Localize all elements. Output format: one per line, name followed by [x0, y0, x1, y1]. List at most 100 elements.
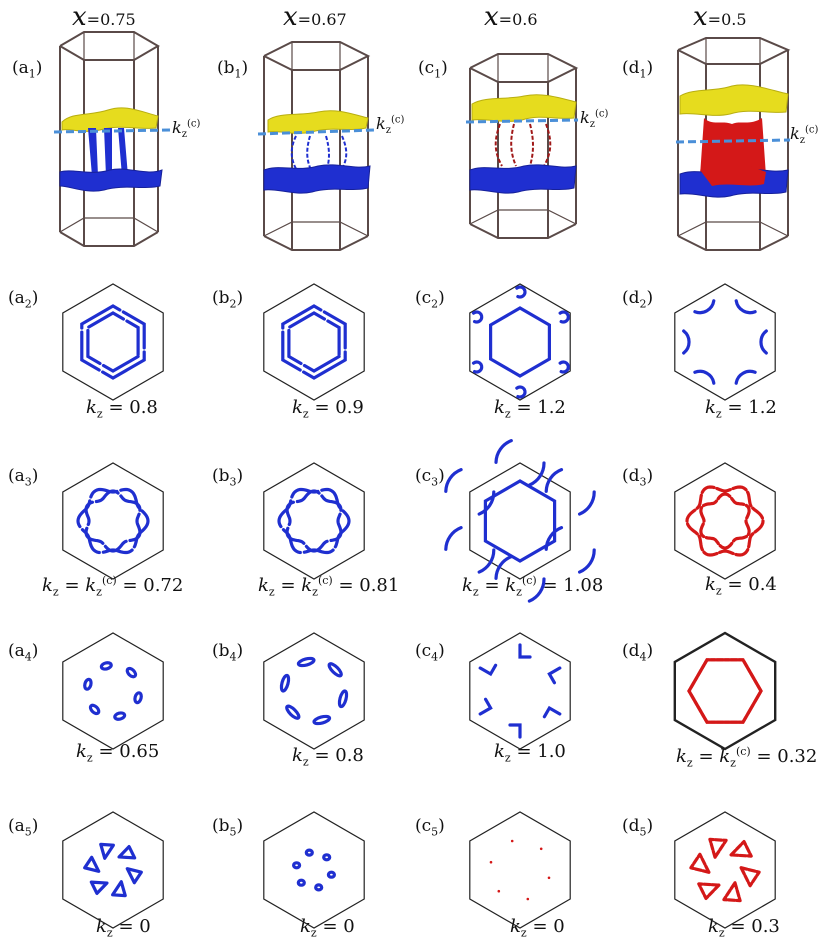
point-pocket: [539, 847, 543, 851]
kz-critical-label-a1: kz(c): [172, 118, 201, 141]
cut-panel-r4-c4: [673, 631, 777, 751]
panel-label-c3: (c3): [415, 466, 445, 489]
hexagonal-bz-outline: [673, 631, 777, 751]
triangular-pocket: [722, 881, 742, 903]
caption-b5: kz = 0: [300, 916, 355, 940]
caption-a4: kz = 0.65: [76, 741, 160, 765]
panel-label-a3: (a3): [8, 466, 39, 489]
hexagonal-bz-outline: [62, 462, 164, 580]
cut-panel-r3-c4: [674, 462, 776, 580]
hexagonal-bz-outline: [469, 462, 571, 580]
electron-pocket: [83, 677, 93, 691]
triangular-pocket: [99, 842, 115, 860]
caption-b4: kz = 0.8: [292, 745, 364, 769]
panel-label-b4: (b4): [212, 641, 244, 664]
cut-panel-r3-c3: [444, 437, 596, 605]
hexagonal-bz-outline: [469, 283, 571, 401]
fermi-contour-outer: [76, 487, 150, 555]
hexagonal-bz-outline: [263, 462, 365, 580]
caption-c5: kz = 0: [510, 916, 565, 940]
fermi-contour-inner: [84, 489, 142, 553]
hexagonal-bz-outline: [263, 811, 365, 929]
corner-arc: [734, 369, 757, 385]
small-pocket: [304, 848, 314, 857]
cut-panel-r4-c2: [263, 632, 365, 750]
caption-c3: kz = kz(c) = 1.08: [462, 574, 604, 599]
corner-arc: [693, 369, 716, 385]
fermi-contour-b: [687, 658, 763, 724]
panel-label-d5: (d5): [622, 816, 654, 839]
caption-b3: kz = kz(c) = 0.81: [258, 574, 400, 599]
caption-c4: kz = 1.0: [494, 741, 566, 765]
v-shaped-pocket: [478, 697, 493, 716]
fermi-contour-outer: [277, 487, 351, 555]
triangular-pocket: [89, 880, 109, 896]
v-shaped-pocket: [542, 705, 562, 719]
bz-3d-a1: [59, 31, 160, 247]
small-pocket: [314, 883, 324, 892]
panel-label-c5: (c5): [415, 816, 445, 839]
panel-label-a1: (a1): [12, 58, 43, 81]
caption-a2: kz = 0.8: [86, 397, 158, 421]
triangular-pocket: [117, 844, 137, 860]
small-pocket: [292, 861, 302, 870]
hexagonal-bz-outline: [263, 632, 365, 750]
corner-pocket: [470, 310, 484, 324]
electron-pocket: [133, 691, 143, 705]
fermi-contour-inner: [287, 311, 341, 373]
electron-pocket: [279, 673, 291, 693]
cut-panel-r5-c2: [263, 811, 365, 929]
panel-label-a5: (a5): [8, 816, 39, 839]
v-shaped-pocket: [478, 663, 498, 677]
electron-pocket: [88, 703, 101, 716]
point-pocket: [510, 839, 514, 843]
triangular-pocket: [729, 839, 753, 858]
fermi-contour-inner: [86, 311, 140, 373]
kz-critical-label-c1: kz(c): [580, 108, 609, 131]
corner-arc: [693, 299, 716, 315]
caption-d4: kz = kz(c) = 0.32: [676, 745, 818, 770]
electron-pocket: [285, 704, 301, 720]
small-pocket: [326, 870, 336, 879]
fermi-sheets-d1: [675, 84, 791, 198]
panel-label-d2: (d2): [622, 288, 654, 311]
cut-panel-r2-c2: [263, 283, 365, 401]
panel-label-c1: (c1): [418, 58, 448, 81]
caption-d5: kz = 0.3: [708, 916, 780, 940]
cut-panel-r2-c1: [62, 283, 164, 401]
triangular-pocket: [739, 866, 761, 888]
small-pocket: [296, 878, 306, 887]
crossing-arc: [494, 437, 546, 489]
fermi-sheets-c1: [465, 94, 579, 194]
panel-label-a4: (a4): [8, 641, 39, 664]
triangular-pocket: [125, 867, 143, 885]
cut-panel-r3-c1: [62, 462, 164, 580]
hexagonal-bz-outline: [674, 462, 776, 580]
v-shaped-pocket: [547, 666, 562, 685]
caption-d3: kz = 0.4: [705, 574, 777, 598]
small-pocket: [322, 853, 332, 862]
panel-label-d1: (d1): [622, 58, 654, 81]
crossing-arc: [544, 524, 596, 576]
panel-label-c2: (c2): [415, 288, 445, 311]
crossing-arc: [544, 466, 596, 518]
corner-pocket: [513, 385, 527, 399]
hexagonal-bz-outline: [469, 811, 571, 929]
column-header-2: x=0.67: [283, 2, 347, 32]
fermi-sheets-a1: [53, 107, 171, 192]
corner-pocket: [470, 360, 484, 374]
triangular-pocket: [708, 837, 728, 859]
corner-arc: [682, 329, 691, 355]
column-header-3: x=0.6: [484, 2, 538, 32]
panel-label-d4: (d4): [622, 641, 654, 664]
electron-pocket: [99, 661, 113, 671]
corner-arc: [734, 299, 757, 315]
cut-panel-r3-c2: [263, 462, 365, 580]
fermi-contour-inner: [699, 492, 751, 550]
caption-a5: kz = 0: [96, 916, 151, 940]
fermi-contour-outer: [80, 304, 146, 380]
fermi-contour-inner: [285, 489, 343, 553]
cut-panel-r5-c1: [62, 811, 164, 929]
fermi-contour-outer: [685, 485, 765, 557]
